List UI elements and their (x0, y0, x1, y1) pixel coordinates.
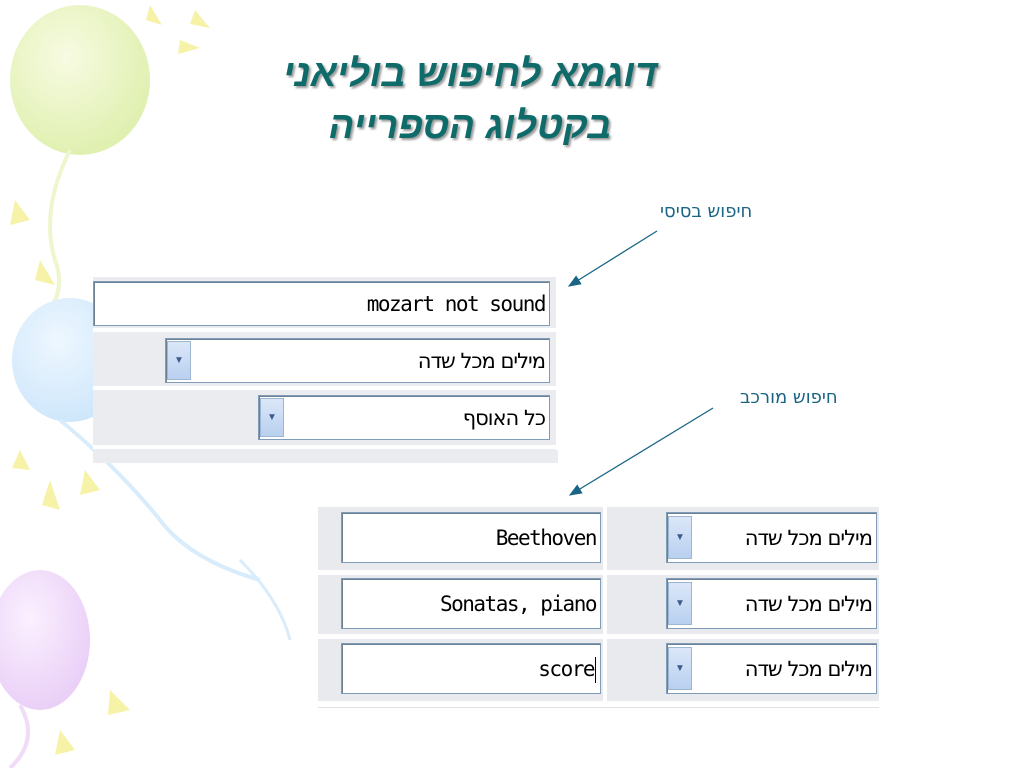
title-line-1: דוגמא לחיפוש בוליאני (282, 53, 658, 95)
row-divider (318, 634, 879, 639)
yellow-balloon (10, 5, 150, 155)
row-divider (318, 570, 879, 575)
row-divider (93, 445, 558, 449)
basic-search-label: חיפוש בסיסי (660, 201, 753, 222)
collection-select-value: כל האוסף (462, 406, 546, 430)
advanced-field-select-1[interactable]: מילים מכל שדה (666, 512, 877, 563)
term-text: score (538, 657, 595, 681)
chevron-down-icon[interactable]: ▼ (668, 582, 692, 625)
text-caret (595, 657, 596, 683)
term-text: Sonatas, piano (439, 592, 598, 616)
purple-balloon (0, 570, 90, 710)
slide-title: דוגמא לחיפוש בוליאני בקטלוג הספרייה (190, 48, 750, 152)
row-divider (93, 386, 558, 390)
title-line-2: בקטלוג הספרייה (328, 105, 612, 147)
chevron-down-icon[interactable]: ▼ (668, 647, 692, 690)
chevron-down-icon[interactable]: ▼ (167, 341, 191, 380)
column-divider (556, 277, 558, 450)
field-select-value: מילים מכל שדה (744, 592, 873, 616)
term-text: Beethoven (495, 526, 598, 550)
chevron-down-icon[interactable]: ▼ (668, 516, 692, 559)
field-select-value: מילים מכל שדה (417, 349, 546, 373)
advanced-field-select-3[interactable]: מילים מכל שדה (666, 643, 877, 694)
basic-field-select[interactable]: מילים מכל שדה (165, 338, 550, 383)
chevron-down-icon[interactable]: ▼ (260, 398, 284, 437)
field-select-value: מילים מכל שדה (744, 657, 873, 681)
column-divider (603, 507, 607, 701)
advanced-search-label: חיפוש מורכב (740, 387, 838, 408)
advanced-term-input-3[interactable]: score (341, 643, 601, 694)
panel-bottom (318, 701, 879, 708)
advanced-field-select-2[interactable]: מילים מכל שדה (666, 578, 877, 629)
basic-collection-select[interactable]: כל האוסף (258, 395, 550, 440)
field-select-value: מילים מכל שדה (744, 526, 873, 550)
advanced-term-input-1[interactable]: Beethoven (341, 512, 601, 563)
row-divider (93, 328, 558, 332)
query-text: mozart not sound (366, 292, 547, 316)
basic-query-input[interactable]: mozart not sound (93, 281, 550, 326)
advanced-term-input-2[interactable]: Sonatas, piano (341, 578, 601, 629)
